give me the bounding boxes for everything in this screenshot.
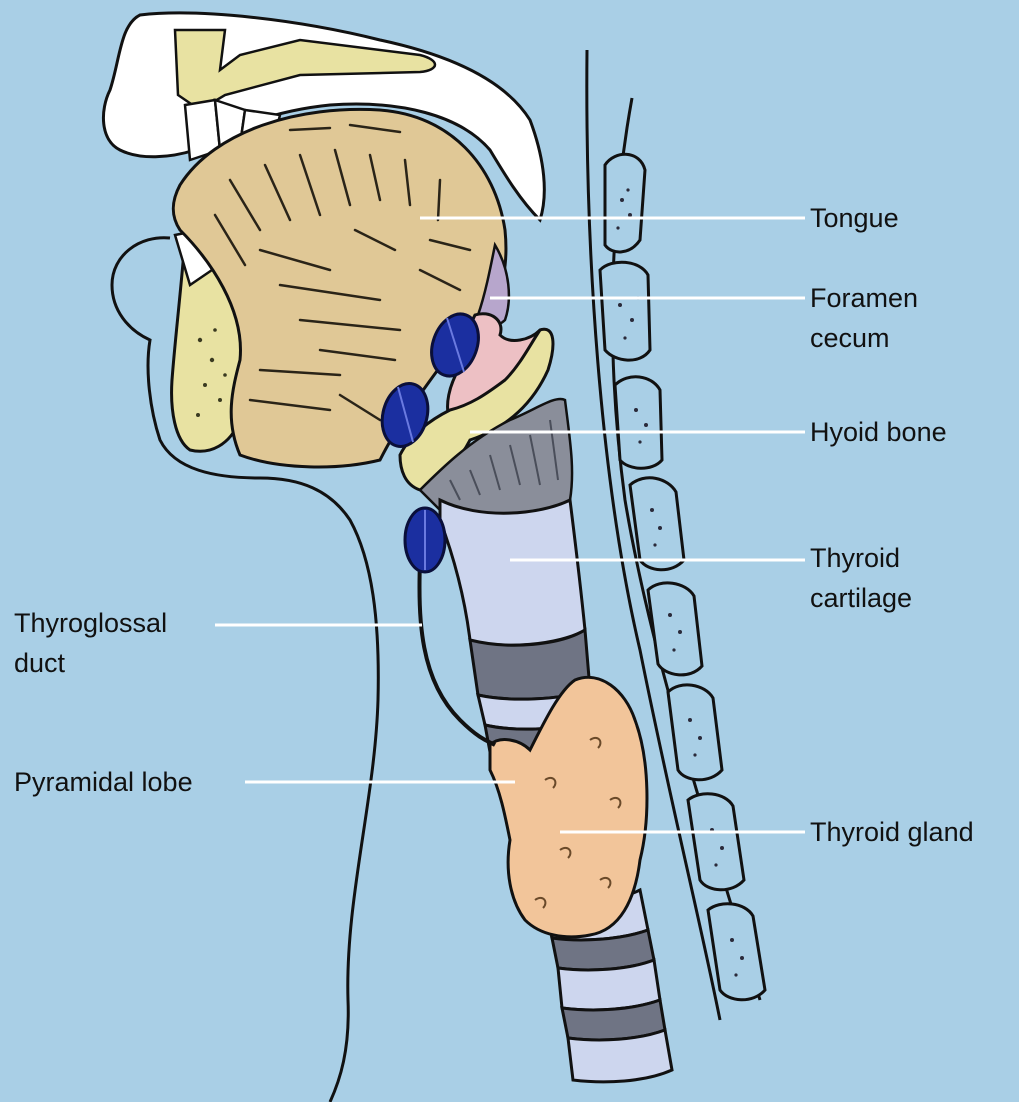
label-tongue: Tongue <box>810 198 899 238</box>
label-thyroglossal-duct: Thyroglossal duct <box>14 603 167 683</box>
label-foramen-cecum: Foramen cecum <box>810 278 918 358</box>
label-thyroid-cartilage: Thyroid cartilage <box>810 538 912 618</box>
label-thyroid-gland: Thyroid gland <box>810 812 974 852</box>
label-pyramidal-lobe: Pyramidal lobe <box>14 762 193 802</box>
label-hyoid-bone: Hyoid bone <box>810 412 947 452</box>
